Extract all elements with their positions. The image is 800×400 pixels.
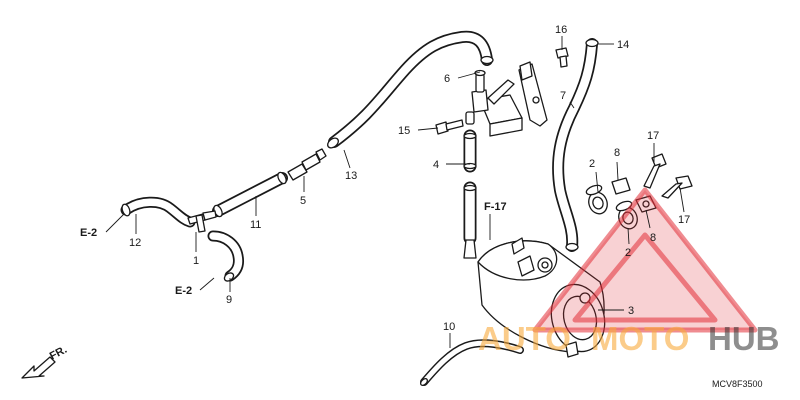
grommet-2-upper bbox=[585, 184, 608, 215]
ref-f17: F-17 bbox=[484, 201, 507, 213]
callout-16: 16 bbox=[555, 24, 567, 36]
hose-14 bbox=[552, 38, 599, 252]
callout-17-upper: 17 bbox=[647, 130, 659, 142]
callout-14: 14 bbox=[617, 39, 629, 51]
callout-8-upper: 8 bbox=[614, 147, 620, 159]
ref-e2-top: E-2 bbox=[80, 227, 97, 239]
bolt-15 bbox=[435, 119, 464, 135]
canister-3 bbox=[477, 237, 606, 358]
watermark-text-hub: HUB bbox=[708, 320, 780, 357]
callout-1: 1 bbox=[193, 255, 199, 267]
callout-2-lower: 2 bbox=[625, 247, 631, 259]
callout-11: 11 bbox=[250, 219, 261, 231]
ref-e2-bottom: E-2 bbox=[175, 285, 192, 297]
callout-3: 3 bbox=[628, 305, 634, 317]
solenoid-valve-6 bbox=[465, 61, 548, 137]
bolt-16 bbox=[555, 47, 569, 68]
joint-5 bbox=[287, 148, 327, 181]
hose-10 bbox=[420, 339, 524, 386]
collar-8-upper bbox=[611, 177, 631, 195]
hose-9 bbox=[207, 230, 244, 282]
callout-4: 4 bbox=[433, 159, 439, 171]
bolt-17-lower bbox=[661, 175, 693, 199]
callout-7: 7 bbox=[560, 90, 566, 102]
callout-8-lower: 8 bbox=[650, 232, 656, 244]
callout-12: 12 bbox=[129, 237, 141, 249]
watermark-logo: AUTO MOTO HUB bbox=[478, 187, 780, 357]
watermark-text-auto: AUTO bbox=[478, 320, 571, 357]
direction-label: FR. bbox=[48, 344, 69, 363]
callout-13: 13 bbox=[345, 170, 357, 182]
hose-12 bbox=[120, 196, 196, 228]
tube-4 bbox=[463, 129, 477, 259]
callout-2-upper: 2 bbox=[589, 158, 595, 170]
joint-1 bbox=[187, 210, 217, 233]
diagram-code: MCV8F3500 bbox=[712, 379, 763, 389]
callout-15: 15 bbox=[398, 125, 410, 137]
callout-6: 6 bbox=[444, 73, 450, 85]
callout-9: 9 bbox=[226, 294, 232, 306]
leader-lines bbox=[105, 36, 685, 348]
hose-13 bbox=[327, 30, 494, 149]
hose-11 bbox=[212, 171, 288, 218]
callout-17-lower: 17 bbox=[678, 214, 690, 226]
callout-10: 10 bbox=[443, 321, 455, 333]
bolt-17-upper bbox=[643, 153, 667, 189]
callout-5: 5 bbox=[300, 195, 306, 207]
front-direction-arrow: FR. bbox=[21, 344, 69, 379]
watermark-text-moto: MOTO bbox=[591, 320, 689, 357]
